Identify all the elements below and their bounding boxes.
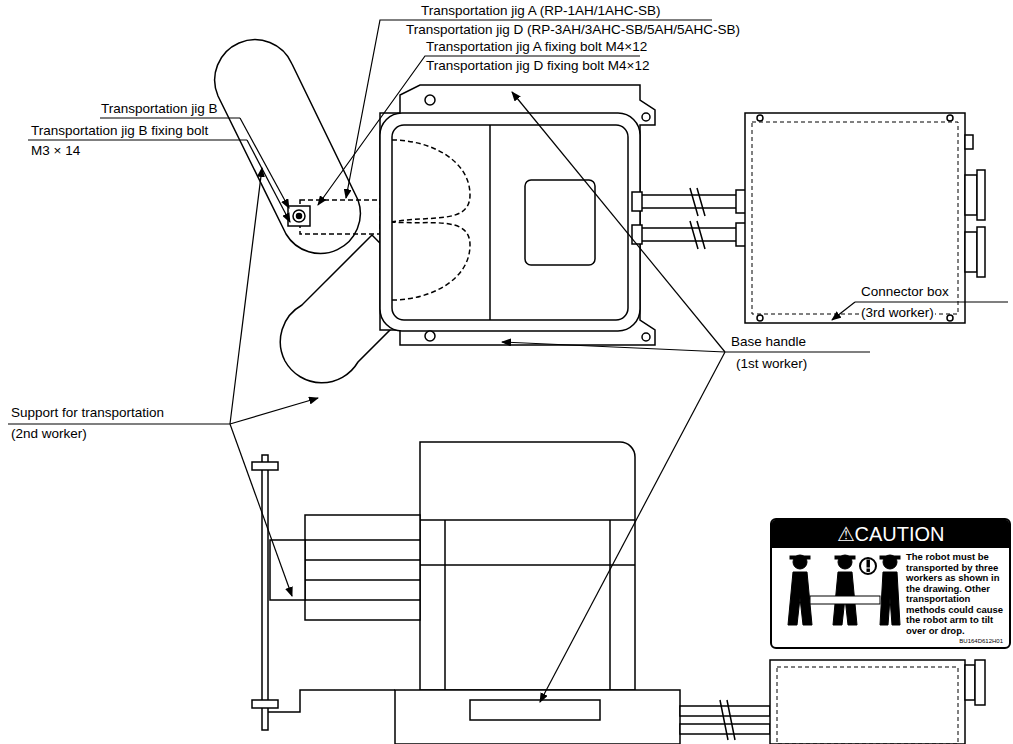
caution-pictogram: [788, 555, 900, 625]
label-code: BU164D612H01: [959, 638, 1003, 645]
part-label: Transportation jig A (RP-1AH/1AHC-SB): [420, 3, 662, 19]
connector-box-top: [632, 113, 985, 323]
part-label: Transportation jig B fixing bolt: [30, 123, 209, 139]
part-label: Transportation jig B: [100, 101, 219, 117]
part-label: (3rd worker): [860, 305, 935, 321]
part-label: Support for transportation: [10, 405, 165, 421]
part-label: Transportation jig D fixing bolt M4×12: [425, 58, 651, 74]
part-label: M3 × 14: [30, 143, 81, 159]
part-label: Base handle: [730, 334, 807, 350]
robot-base-top: [380, 85, 655, 345]
caution-heading: ⚠CAUTION: [772, 520, 1009, 548]
part-label: (2nd worker): [10, 426, 88, 442]
caution-text: The robot must be transported by three w…: [906, 552, 1007, 636]
part-label: Connector box: [860, 284, 950, 300]
caution-label: ⚠CAUTION The robot must be transported by…: [770, 518, 1011, 649]
leader-lines: [8, 20, 1008, 702]
part-label: (1st worker): [735, 356, 808, 372]
part-label: Transportation jig D (RP-3AH/3AHC-SB/5AH…: [405, 22, 741, 38]
robot-side-view: [252, 442, 985, 744]
part-label: Transportation jig A fixing bolt M4×12: [425, 39, 648, 55]
